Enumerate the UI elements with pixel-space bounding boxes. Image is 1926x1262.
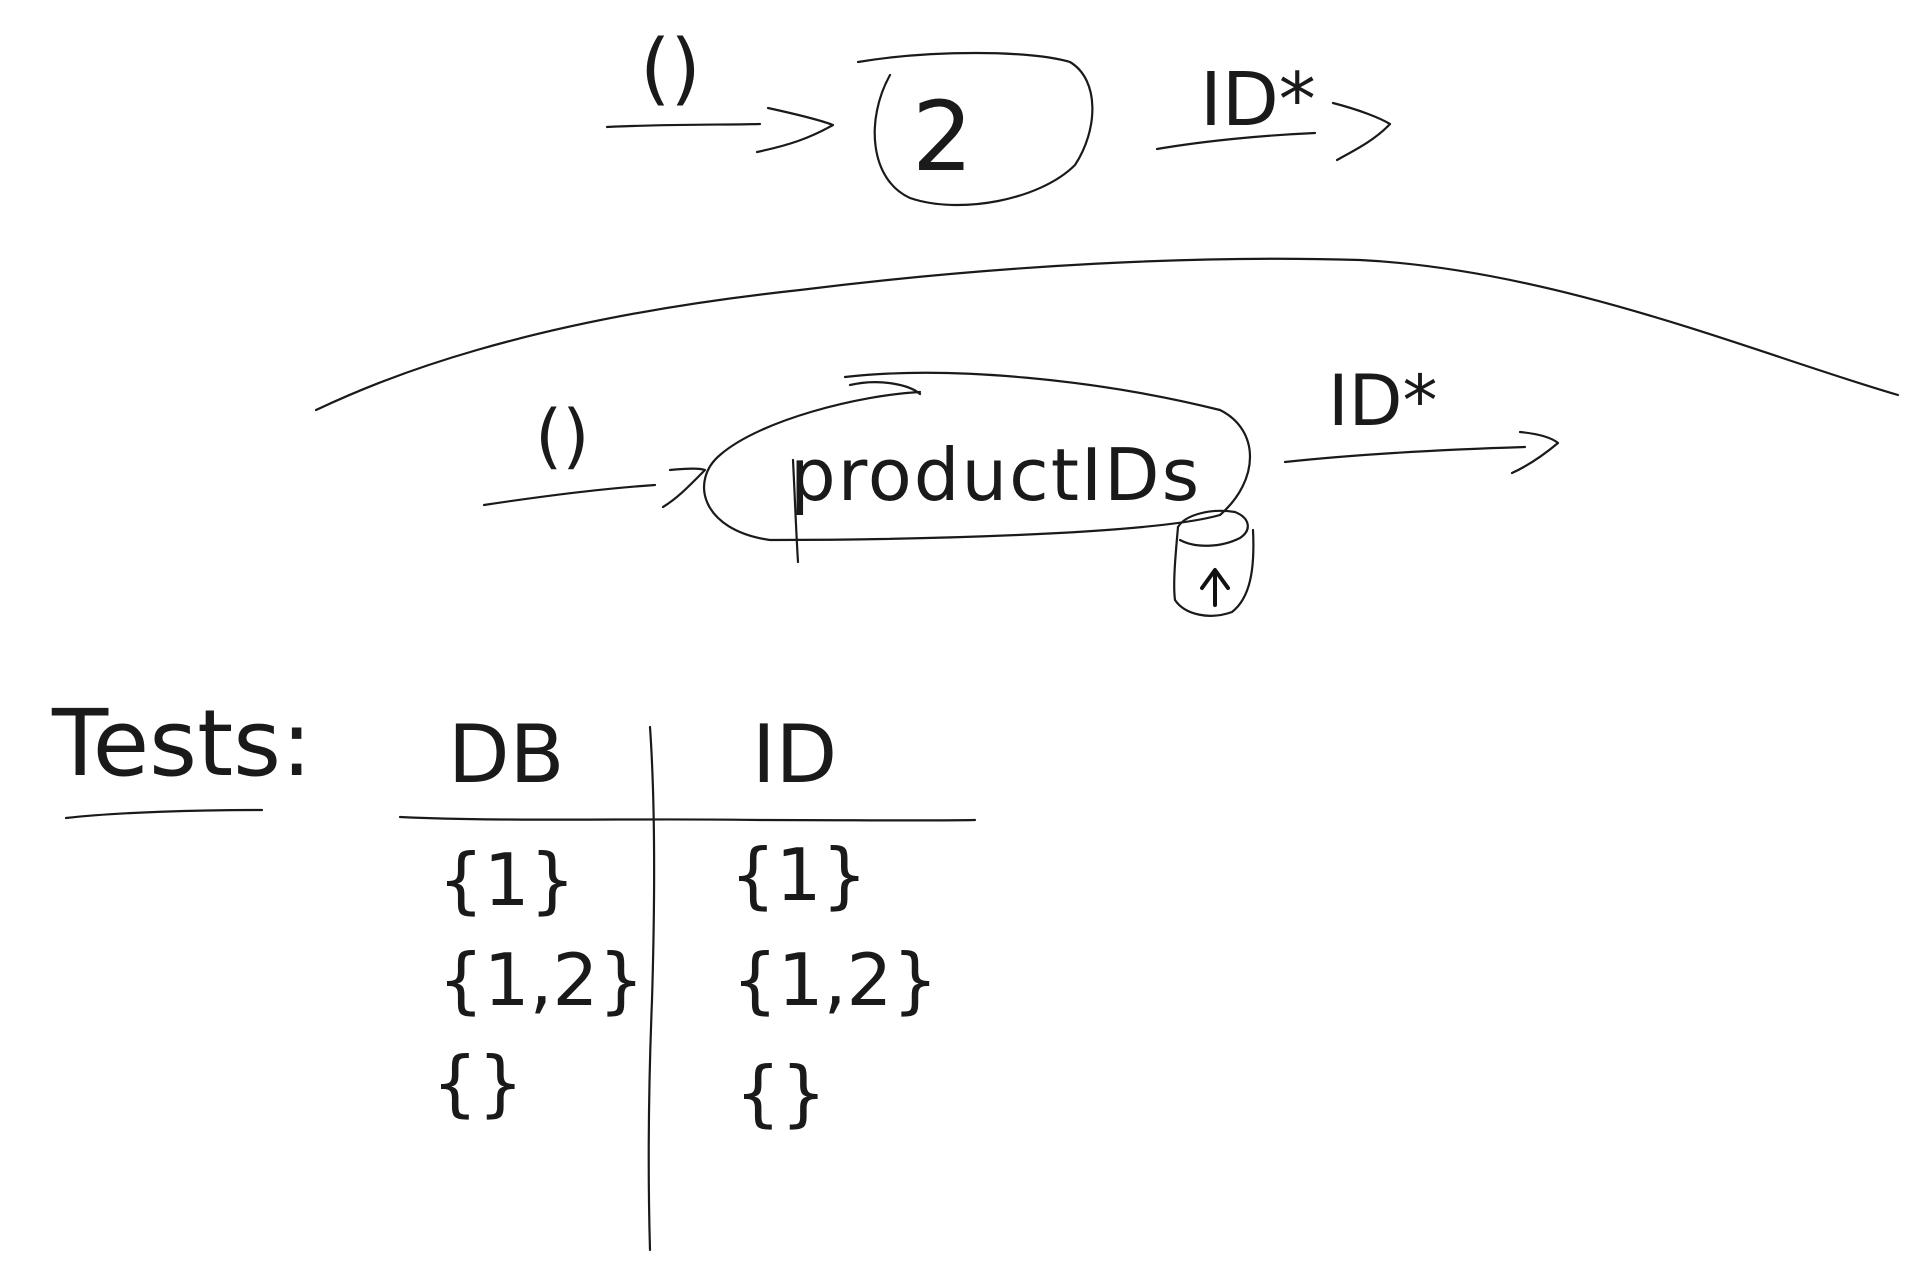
bottom-output-arrow [1283,445,1527,464]
tests-row-2-db: {1,2} [438,938,644,1022]
top-output-arrow [1155,131,1317,151]
top-input-arrowhead [755,106,835,154]
tests-row-2-id: {1,2} [732,938,938,1022]
tests-row-3-db: {} [432,1041,524,1125]
bottom-output-label: ID* [1328,360,1438,442]
bottom-input-arrowhead [661,467,707,509]
bottom-node-label: productIDs [790,433,1201,517]
tests-col-header-id: ID [752,708,837,801]
database-icon [1173,509,1255,617]
tests-row-1-db: {1} [438,838,575,922]
top-input-label: () [640,24,701,114]
tests-heading: Tests: [51,690,312,797]
tests-row-3-id: {} [735,1051,827,1135]
top-output-label: ID* [1200,57,1316,143]
top-input-arrow [605,122,762,129]
db-upload-arrow [1200,568,1230,607]
tests-header-line [398,815,977,822]
bottom-node-oval-top-stroke [848,381,922,396]
node-label-descender [791,458,800,564]
tests-row-1-id: {1} [730,833,867,917]
tests-col-header-db: DB [448,708,564,801]
bottom-input-label: () [535,395,590,477]
top-node-circle [856,51,1094,207]
top-flow: () 2 ID* [605,24,1392,207]
tests-heading-underline [64,808,264,820]
top-node-label: 2 [912,81,973,193]
tests-section: Tests: DB ID {1} {1} {1,2} {1,2} {} {} [51,690,977,1252]
bottom-input-arrow [482,483,657,507]
top-output-arrowhead [1331,101,1392,162]
bottom-output-arrowhead [1510,430,1560,475]
separator-curve [314,257,1900,412]
bottom-node-oval [703,371,1251,542]
bottom-flow: () productIDs ID* [482,360,1560,617]
tests-column-divider [647,725,656,1252]
